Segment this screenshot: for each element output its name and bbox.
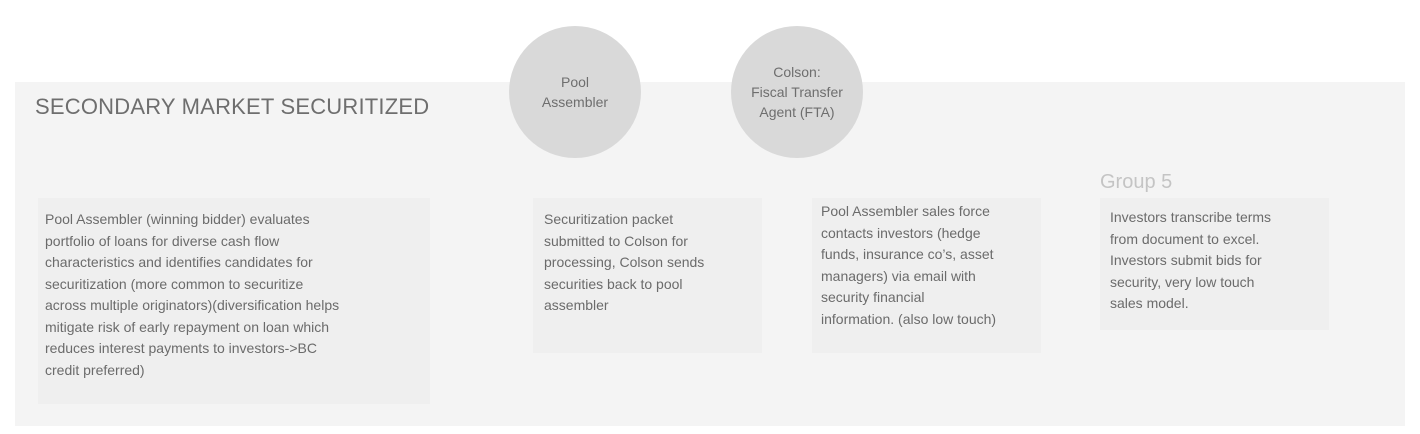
step-text-line: managers) via email with [821, 267, 976, 284]
step-text-line: Securitization packet [544, 211, 674, 227]
actor-label-line: Assembler [541, 94, 609, 110]
step-text-line: securities back to pool [544, 275, 683, 292]
step-text-line: security, very low touch [1110, 273, 1255, 290]
step-text-line: securitization (more common to securitiz… [45, 275, 304, 292]
group-label: Group 5 [1100, 171, 1173, 193]
step-text-line: Investors transcribe terms [1110, 209, 1272, 225]
step-card-sales-force: Pool Assembler sales force contacts inve… [812, 198, 1041, 353]
step-text-line: submitted to Colson for [544, 232, 688, 249]
step-text-line: contacts investors (hedge [821, 224, 981, 241]
step-text-line: portfolio of loans for diverse cash flow [45, 232, 280, 249]
swimlane-title: SECONDARY MARKET SECURITIZED [35, 94, 430, 119]
step-card-evaluate-portfolio: Pool Assembler (winning bidder) evaluate… [38, 198, 430, 404]
step-text-line: across multiple originators)(diversifica… [45, 297, 340, 313]
actor-label-line: Agent (FTA) [759, 104, 835, 120]
step-text-line: characteristics and identifies candidate… [45, 254, 313, 270]
step-text-line: Pool Assembler (winning bidder) evaluate… [45, 211, 310, 227]
step-text-line: assembler [544, 297, 609, 313]
actor-pool-assembler: Pool Assembler [509, 26, 641, 158]
actor-label-line: Fiscal Transfer [751, 84, 843, 100]
step-text-line: information. (also low touch) [821, 310, 997, 327]
actor-label-line: Colson: [773, 64, 821, 80]
step-text-line: from document to excel. [1110, 230, 1260, 247]
step-text-line: processing, Colson sends [544, 254, 705, 270]
step-text-line: sales model. [1110, 295, 1189, 311]
step-text-line: Investors submit bids for [1110, 252, 1262, 268]
step-text-line: funds, insurance co’s, asset [821, 246, 994, 262]
step-text-line: Pool Assembler sales force [821, 203, 990, 219]
step-text-line: credit preferred) [45, 361, 145, 378]
actor-label-line: Pool [560, 74, 590, 90]
actor-colson-fta: Colson: Fiscal Transfer Agent (FTA) [731, 26, 863, 158]
step-text-line: mitigate risk of early repayment on loan… [45, 318, 330, 335]
step-text-line: reduces interest payments to investors->… [45, 340, 317, 356]
step-text-line: security financial [821, 289, 925, 305]
step-card-securitization-packet: Securitization packet submitted to Colso… [533, 198, 762, 353]
step-card-investors-bid: Investors transcribe terms from document… [1100, 198, 1329, 330]
